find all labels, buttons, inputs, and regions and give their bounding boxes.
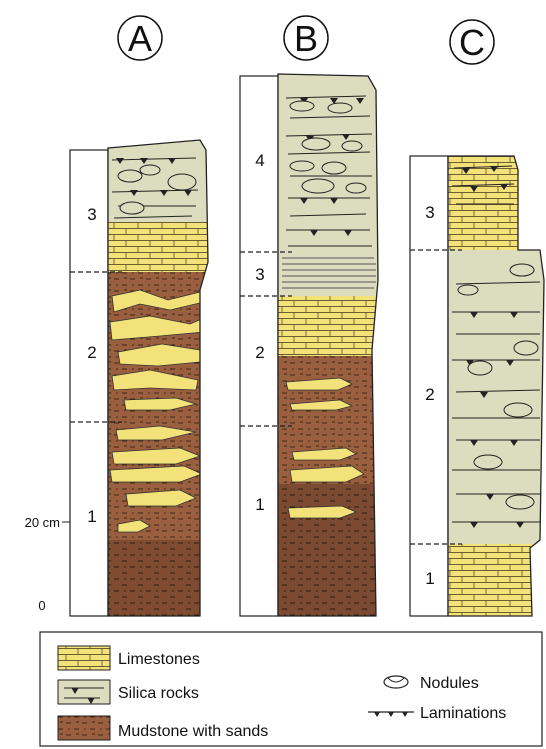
column-b-letter: B	[294, 18, 318, 59]
legend-label-laminations: Laminations	[420, 705, 506, 722]
column-a-unit-1: 1	[87, 507, 96, 526]
column-a-unit-2: 2	[87, 343, 96, 362]
legend-swatch-mudstone	[58, 716, 110, 740]
legend: Limestones Silica rocks Mudstone with sa…	[40, 632, 542, 746]
column-b-lithology	[270, 60, 390, 624]
column-b-unit-3: 3	[255, 265, 264, 284]
legend-label-silica: Silica rocks	[118, 685, 199, 702]
scale-label-20cm: 20 cm	[25, 515, 60, 530]
legend-label-mudstone: Mudstone with sands	[118, 723, 268, 740]
scale-label-zero: 0	[38, 598, 45, 613]
column-a-lithology	[100, 130, 220, 620]
column-c-unit-2: 2	[425, 385, 434, 404]
column-a-letter: A	[128, 18, 152, 59]
legend-label-limestones: Limestones	[118, 651, 200, 668]
column-c-unit-3: 3	[425, 203, 434, 222]
legend-swatch-silica	[58, 680, 110, 704]
legend-label-nodules: Nodules	[420, 675, 479, 692]
column-b-unit-4: 4	[255, 151, 264, 170]
column-c-letter: C	[459, 22, 485, 63]
column-b-unit-2: 2	[255, 343, 264, 362]
column-a-unit-3: 3	[87, 205, 96, 224]
column-b-unit-1: 1	[255, 495, 264, 514]
column-c-unit-1: 1	[425, 569, 434, 588]
legend-swatch-limestones	[58, 646, 110, 670]
